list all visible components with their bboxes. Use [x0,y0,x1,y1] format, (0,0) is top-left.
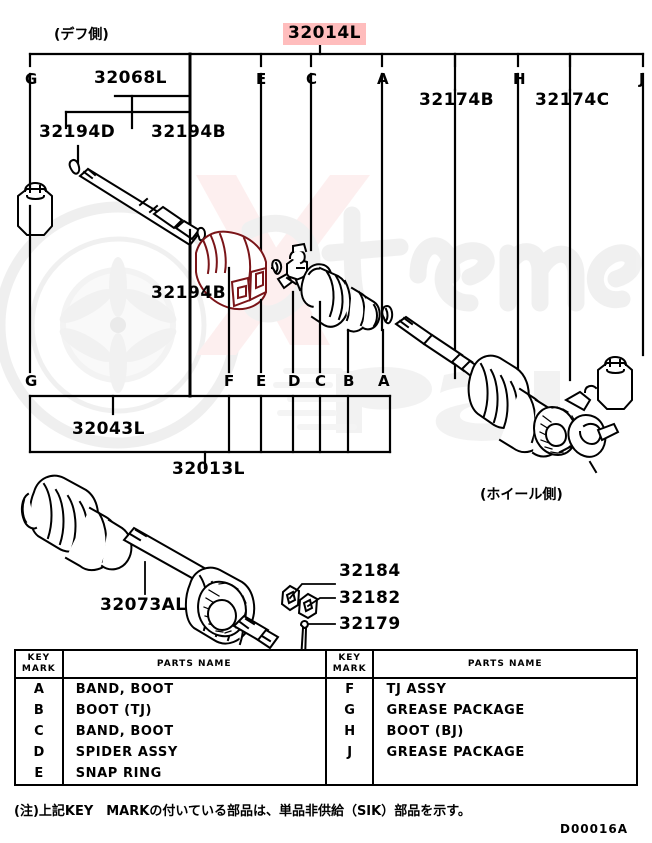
cell-name-left: BOOT (TJ) [61,700,327,721]
cell-key-left: B [14,700,64,721]
header-key-line1-right: KEY [338,653,361,663]
cell-key-left: C [14,721,64,742]
part-number-32174b[interactable]: 32174B [419,90,495,110]
key-mark-a-bottom: A [378,372,390,390]
cell-key-left: E [14,763,64,786]
cell-key-left: A [14,677,64,700]
cell-name-right: TJ ASSY [372,677,638,700]
cell-name-right: BOOT (BJ) [372,721,638,742]
cell-key-right [324,763,375,786]
footnote: (注)上記KEY MARKの付いている部品は、単品非供給（SIK）部品を示す。 [14,804,471,819]
header-key-line1: KEY [27,653,51,663]
cell-name-right: GREASE PACKAGE [372,742,638,763]
key-mark-d-bottom: D [288,372,301,390]
header-key-line2-right: MARK [332,664,367,674]
cell-key-right: H [324,721,375,742]
cell-name-left: SPIDER ASSY [61,742,327,763]
table-row: A BAND, BOOT F TJ ASSY [14,677,638,700]
header-key-line2: MARK [21,664,56,674]
cell-key-right: F [324,677,375,700]
cell-key-right: J [324,742,375,763]
cell-name-right: GREASE PACKAGE [372,700,638,721]
key-mark-c-top: C [306,70,318,88]
parts-table: KEY MARK PARTS NAME KEY MARK PARTS NAME … [14,649,638,786]
key-mark-b-bottom: B [343,372,355,390]
part-number-32073al[interactable]: 32073AL [100,595,187,615]
part-number-32043l[interactable]: 32043L [72,419,145,439]
key-mark-j-top: J [639,70,645,88]
part-number-32182[interactable]: 32182 [339,588,401,608]
key-mark-g-top: G [25,70,38,88]
key-mark-f-bottom: F [224,372,235,390]
key-mark-a-top: A [377,70,389,88]
table-row: E SNAP RING [14,763,638,786]
cell-name-right [372,763,638,786]
diagram-id: D00016A [560,822,628,836]
part-number-32174c[interactable]: 32174C [535,90,610,110]
cell-name-left: BAND, BOOT [61,721,327,742]
key-mark-g-bottom: G [25,372,38,390]
part-number-32194b-callout[interactable]: 32194B [151,283,227,303]
key-mark-c-bottom: C [315,372,327,390]
cell-key-right: G [324,700,375,721]
part-number-32194b-top[interactable]: 32194B [151,122,227,142]
part-number-32013l[interactable]: 32013L [172,459,245,479]
header-parts-name-left: PARTS NAME [61,649,327,679]
key-mark-h-top: H [513,70,526,88]
header-parts-name-right: PARTS NAME [372,649,638,679]
part-number-32068l[interactable]: 32068L [94,68,167,88]
table-row: B BOOT (TJ) G GREASE PACKAGE [14,700,638,721]
highlighted-part-number[interactable]: 32014L [283,23,366,45]
key-mark-e-bottom: E [256,372,267,390]
cell-name-left: BAND, BOOT [61,677,327,700]
table-row: C BAND, BOOT H BOOT (BJ) [14,721,638,742]
table-row: D SPIDER ASSY J GREASE PACKAGE [14,742,638,763]
table-header-row: KEY MARK PARTS NAME KEY MARK PARTS NAME [14,649,638,679]
part-number-32179[interactable]: 32179 [339,614,401,634]
diff-side-label: (デフ側) [54,27,109,43]
part-number-32194d[interactable]: 32194D [39,122,116,142]
wheel-side-label: (ホイール側) [480,487,563,503]
key-mark-e-top: E [256,70,267,88]
cell-key-left: D [14,742,64,763]
header-key-mark-right: KEY MARK [324,649,375,679]
part-number-32184[interactable]: 32184 [339,561,401,581]
cell-name-left: SNAP RING [61,763,327,786]
header-key-mark-left: KEY MARK [14,649,64,679]
